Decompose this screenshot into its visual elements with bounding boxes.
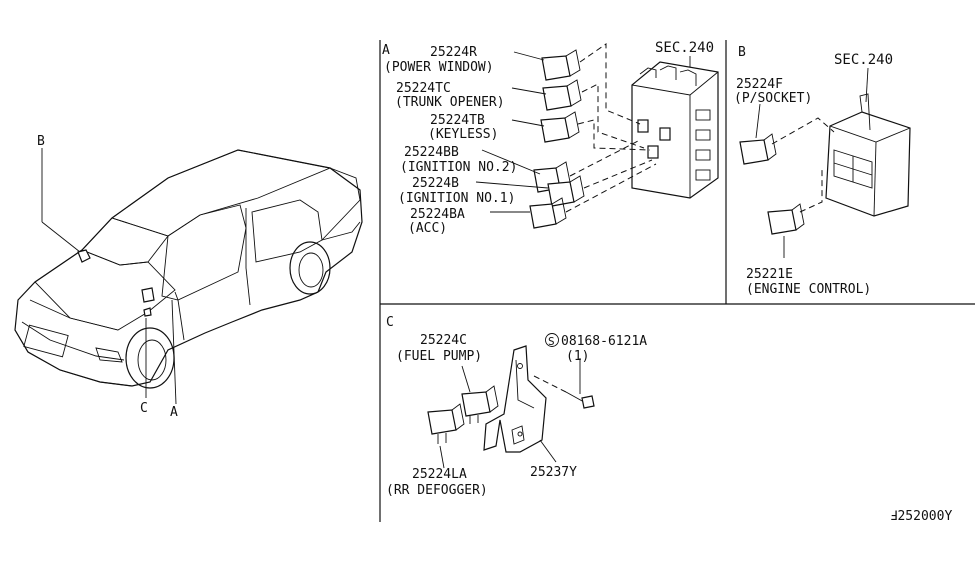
part-number-ignition-2: 25224BB	[404, 145, 459, 160]
panel-b-letter: B	[738, 45, 746, 60]
car-callouts: B C A	[37, 134, 178, 420]
relay-keyless	[540, 111, 580, 143]
panel-b-section-ref: SEC.240	[834, 52, 893, 68]
part-number-bracket: 25237Y	[530, 465, 577, 480]
relay-power-window	[541, 49, 581, 81]
relay-trunk-opener	[542, 79, 582, 111]
part-number-engine-control: 25221E	[746, 267, 793, 282]
car-illustration	[14, 149, 363, 389]
panel-a-letter: A	[382, 43, 390, 58]
part-qty-bolt: (1)	[566, 349, 589, 364]
part-desc-power-window: (POWER WINDOW)	[384, 60, 494, 75]
part-number-rr-defogger: 25224LA	[412, 467, 467, 482]
part-number-bolt: 08168-6121A	[561, 334, 647, 349]
part-desc-ignition-1: (IGNITION NO.1)	[398, 191, 515, 206]
callout-b: B	[37, 134, 45, 149]
panel-c-letter: C	[386, 315, 394, 330]
panel-dividers	[379, 40, 975, 522]
figure-id: Ⅎ252000Y	[890, 509, 952, 524]
part-number-fuel-pump: 25224C	[420, 333, 467, 348]
part-desc-engine-control: (ENGINE CONTROL)	[746, 282, 871, 297]
part-desc-p-socket: (P/SOCKET)	[734, 91, 812, 106]
part-number-trunk-opener: 25224TC	[396, 81, 451, 96]
panel-c: C 25224C (FUEL	[386, 315, 647, 498]
panel-b: B SEC.240 25224F (P/SOCKET) 25221E (ENGI…	[734, 45, 911, 297]
relay-fuel-pump	[461, 385, 499, 424]
part-number-power-window: 25224R	[430, 45, 477, 60]
bolt	[533, 375, 595, 409]
part-desc-rr-defogger: (RR DEFOGGER)	[386, 483, 488, 498]
relay-p-socket	[739, 133, 777, 165]
bolt-prefix-symbol: S	[548, 335, 555, 348]
part-number-p-socket: 25224F	[736, 77, 783, 92]
part-desc-fuel-pump: (FUEL PUMP)	[396, 349, 482, 364]
part-desc-acc: (ACC)	[408, 221, 447, 236]
part-number-ignition-1: 25224B	[412, 176, 459, 191]
relay-rr-defogger	[427, 403, 465, 444]
relay-ignition-1	[547, 175, 585, 207]
part-desc-keyless: (KEYLESS)	[428, 127, 498, 142]
callout-a: A	[170, 405, 178, 420]
part-desc-ignition-2: (IGNITION NO.2)	[400, 160, 517, 175]
relay-engine-control	[767, 203, 805, 235]
part-number-keyless: 25224TB	[430, 113, 485, 128]
callout-c: C	[140, 401, 148, 416]
panel-a: A SEC.240	[382, 40, 719, 236]
part-number-acc: 25224BA	[410, 207, 465, 222]
relay-acc	[529, 197, 567, 229]
panel-a-section-ref: SEC.240	[655, 40, 714, 56]
part-desc-trunk-opener: (TRUNK OPENER)	[395, 95, 505, 110]
